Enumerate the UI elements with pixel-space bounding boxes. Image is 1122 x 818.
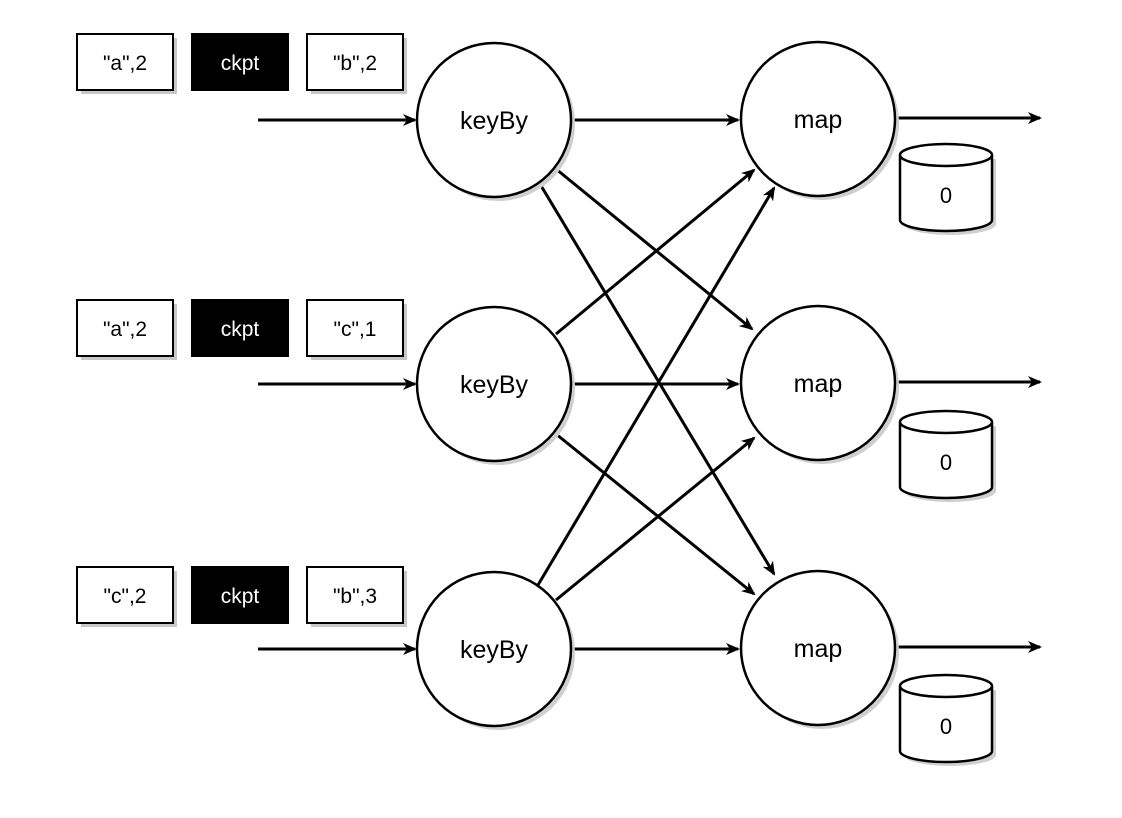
stream-1: "a",2 ckpt "b",2 [76, 33, 407, 94]
state-value: 0 [940, 450, 952, 475]
edge-keyby2-map1 [555, 168, 756, 336]
record-label: "a",2 [103, 52, 147, 75]
edge-keyby1-map2 [555, 167, 754, 331]
operator-label: map [794, 635, 843, 663]
state-value: 0 [940, 714, 952, 739]
checkpoint-label: ckpt [221, 585, 260, 608]
record-label: "b",2 [333, 52, 377, 75]
operator-label: keyBy [460, 371, 529, 399]
database-icon [898, 422, 994, 500]
record-box [306, 566, 404, 624]
edge-keyby2-map3 [555, 432, 756, 596]
map-node-2: map [739, 304, 899, 464]
checkpoint-label: ckpt [221, 52, 260, 75]
checkpoint-barrier [191, 33, 289, 91]
keyby-node-3: keyBy [415, 570, 575, 730]
record-box [76, 566, 174, 624]
database-icon [898, 686, 994, 764]
state-store-2: 0 [898, 409, 996, 502]
record-label: "a",2 [103, 318, 147, 341]
stream-3: "c",2 ckpt "b",3 [76, 566, 407, 627]
checkpoint-label: ckpt [221, 318, 260, 341]
checkpoint-barrier [191, 299, 289, 357]
state-store-3: 0 [898, 673, 996, 766]
stream-2: "a",2 ckpt "c",1 [76, 299, 407, 360]
map-node-3: map [739, 569, 899, 729]
operator-circle [415, 41, 573, 199]
operator-circle [415, 570, 573, 728]
keyby-node-2: keyBy [415, 305, 575, 465]
operator-label: keyBy [460, 107, 529, 135]
record-label: "c",1 [334, 318, 377, 341]
operator-circle [739, 304, 897, 462]
operator-label: map [794, 370, 843, 398]
shuffle-edges [536, 114, 776, 655]
map-node-1: map [739, 40, 899, 200]
record-box [76, 33, 174, 91]
operator-label: map [794, 106, 843, 134]
record-label: "b",3 [333, 585, 377, 608]
checkpoint-barrier [191, 566, 289, 624]
database-icon [898, 155, 994, 233]
state-store-1: 0 [898, 142, 996, 235]
record-box [306, 299, 404, 357]
operator-label: keyBy [460, 636, 529, 664]
record-box [306, 33, 404, 91]
keyby-node-1: keyBy [415, 41, 575, 201]
edge-keyby3-map1 [536, 186, 776, 586]
record-label: "c",2 [104, 585, 147, 608]
operator-circle [739, 569, 897, 727]
operator-circle [415, 305, 573, 463]
edge-keyby1-map3 [538, 183, 776, 576]
state-value: 0 [940, 183, 952, 208]
record-box [76, 299, 174, 357]
operator-circle [739, 40, 897, 198]
edge-keyby3-map2 [555, 436, 756, 602]
